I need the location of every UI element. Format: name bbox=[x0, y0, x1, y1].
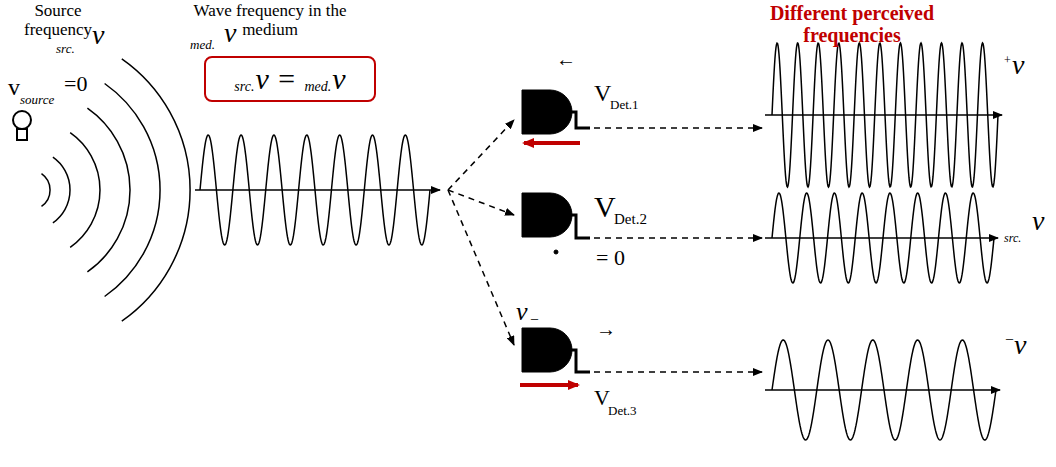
sound-arcs bbox=[42, 59, 191, 321]
velocity-symbol: V bbox=[594, 80, 611, 106]
dashed-arrows bbox=[448, 120, 762, 372]
sound-arc bbox=[105, 84, 160, 297]
medium-caption: Wave frequency in the medium bbox=[192, 2, 348, 39]
presubscript: src. bbox=[1004, 232, 1021, 245]
sound-arc bbox=[70, 133, 100, 248]
velocity-value: = 0 bbox=[596, 246, 625, 270]
column-heading: Different perceived frequencies bbox=[752, 2, 952, 46]
presubscript: src. bbox=[234, 80, 254, 94]
velocity-symbol: v bbox=[8, 74, 20, 100]
subscript: _ bbox=[531, 306, 538, 321]
direction-arrow: ← bbox=[556, 48, 576, 70]
subscript: Det.3 bbox=[608, 404, 637, 418]
frequency-symbol: ν bbox=[516, 298, 528, 327]
wave-axes bbox=[195, 115, 1002, 390]
presubscript: _ bbox=[1006, 326, 1013, 341]
frequency-symbol: ν bbox=[332, 64, 345, 94]
source-bulb bbox=[13, 111, 31, 140]
subscript: source bbox=[20, 93, 54, 107]
wave-traces bbox=[200, 43, 998, 440]
presubscript: med. bbox=[305, 80, 332, 94]
equation-box: src.ν = med.ν bbox=[204, 56, 376, 102]
frequency-symbol: ν = bbox=[255, 64, 296, 94]
frequency-symbol: ν bbox=[1014, 330, 1026, 361]
motion-arrows bbox=[520, 143, 580, 385]
frequency-symbol: ν bbox=[92, 20, 104, 51]
presubscript: med. bbox=[190, 38, 215, 52]
direction-arrow: → bbox=[596, 318, 616, 340]
sound-arc bbox=[42, 174, 51, 207]
sound-arc bbox=[53, 157, 70, 223]
frequency-symbol: ν bbox=[1032, 206, 1044, 237]
velocity-symbol: V bbox=[594, 190, 616, 223]
frequency-symbol: ν bbox=[1012, 50, 1024, 81]
subscript: Det.1 bbox=[610, 98, 639, 112]
detector-icons bbox=[522, 90, 590, 372]
presubscript: src. bbox=[56, 42, 75, 56]
frequency-symbol: ν bbox=[224, 18, 236, 49]
velocity-value: =0 bbox=[64, 72, 87, 96]
velocity-symbol: V bbox=[594, 386, 610, 410]
subscript: Det.2 bbox=[614, 211, 647, 228]
sound-arc bbox=[87, 108, 130, 272]
presubscript: + bbox=[1004, 54, 1011, 67]
sound-arc bbox=[122, 59, 190, 321]
